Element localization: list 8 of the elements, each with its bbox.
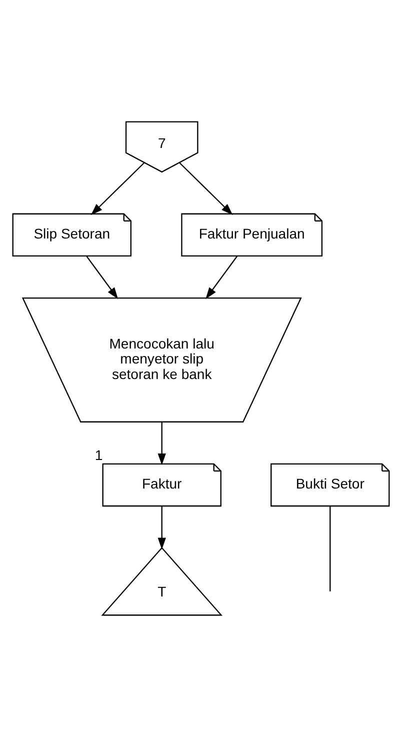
arrow (206, 256, 238, 299)
node-label: 1 (94, 446, 103, 462)
arrow (158, 422, 166, 465)
arrow (179, 162, 233, 215)
arrow (86, 256, 118, 299)
connector (330, 506, 331, 591)
arrow (90, 162, 144, 215)
arrow (158, 506, 166, 549)
